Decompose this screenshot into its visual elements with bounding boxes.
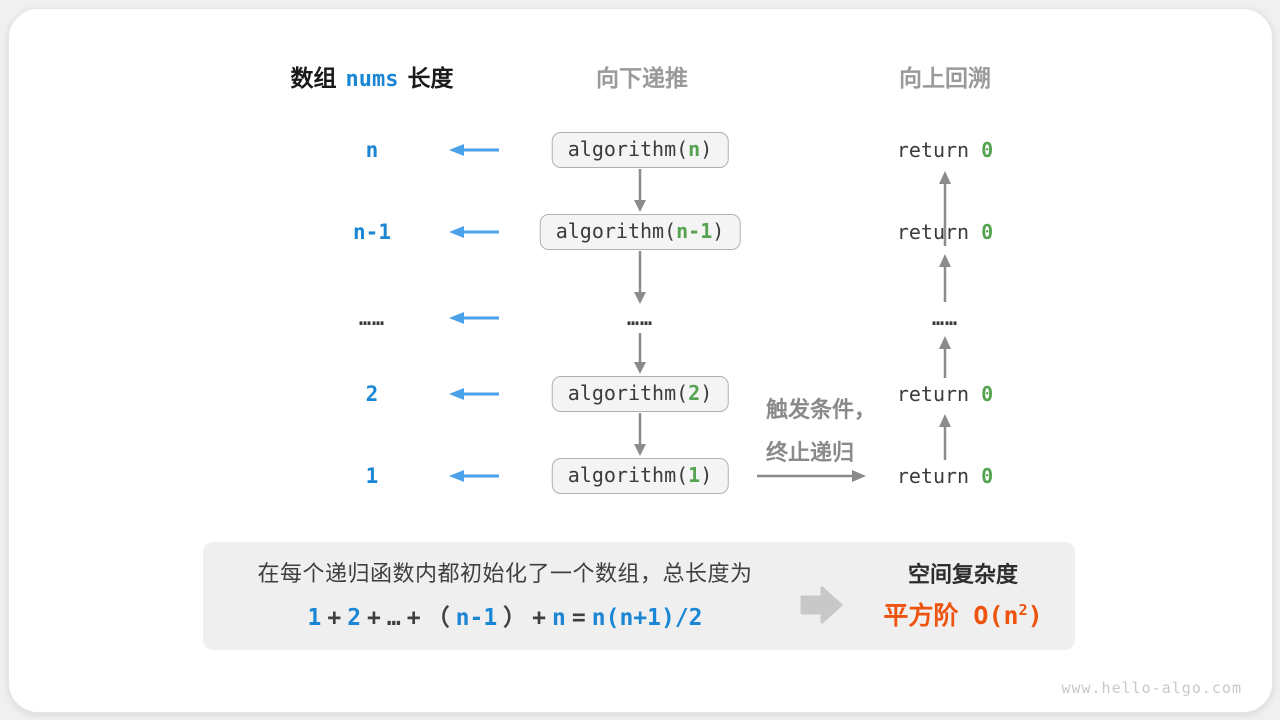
length-label-2: 2	[365, 382, 379, 406]
formula-token: =	[571, 605, 586, 631]
summary-formula: 1+2+…+（n-1）+n=n(n+1)/2	[213, 598, 797, 632]
call-box-2: algorithm(2)	[551, 376, 729, 412]
return-value: 0	[981, 138, 994, 162]
formula-token: n(n+1)/2	[591, 605, 703, 631]
length-label-n: n	[365, 138, 379, 162]
call-text: algorithm(	[567, 137, 689, 161]
header-array-var: nums	[345, 67, 399, 92]
header-recurse-down: 向下递推	[596, 65, 688, 91]
call-text: algorithm(	[567, 463, 689, 487]
watermark-url: www.hello-algo.com	[1061, 679, 1242, 697]
call-text: )	[700, 137, 713, 161]
return-keyword: return	[896, 464, 982, 488]
return-keyword: return	[896, 382, 982, 406]
formula-token: +	[532, 605, 547, 631]
call-arg: 2	[688, 381, 701, 405]
return-statement-n-1: return 0	[897, 218, 993, 246]
termination-note-line2: 终止递归	[766, 440, 855, 465]
formula-token: n	[552, 605, 566, 631]
call-text: algorithm(	[567, 381, 689, 405]
call-arg: 1	[688, 463, 701, 487]
header-array-suffix: 长度	[407, 65, 454, 91]
summary-panel	[203, 542, 1075, 650]
formula-token: 2	[347, 605, 362, 631]
complexity-result: 平方阶 O(n2)	[863, 596, 1063, 632]
summary-description: 在每个递归函数内都初始化了一个数组，总长度为	[257, 561, 753, 586]
length-label-1: 1	[365, 464, 379, 488]
call-text: )	[700, 463, 713, 487]
formula-token: +	[367, 605, 381, 631]
call-box-1: algorithm(1)	[551, 458, 729, 494]
header-array-prefix: 数组	[290, 65, 337, 91]
length-label-ellipsis: ……	[358, 306, 386, 330]
termination-note-line1: 触发条件，	[766, 397, 877, 422]
complexity-paren: )	[1027, 601, 1043, 630]
return-value: 0	[981, 464, 994, 488]
return-statement-n: return 0	[897, 136, 993, 164]
complexity-order: 平方阶 O(n	[883, 601, 1019, 630]
formula-token: （	[426, 605, 450, 631]
return-statement-2: return 0	[897, 380, 993, 408]
formula-token: +	[327, 605, 342, 631]
return-keyword: return	[896, 220, 982, 244]
complexity-title: 空间复杂度	[907, 562, 1018, 587]
complexity-exponent: 2	[1018, 601, 1028, 619]
formula-token: …	[386, 605, 401, 631]
header-backtrack-up: 向上回溯	[899, 65, 991, 91]
call-box-n: algorithm(n)	[551, 132, 729, 168]
formula-token: +	[406, 605, 421, 631]
call-text: algorithm(	[555, 219, 677, 243]
termination-note: 触发条件， 终止递归	[766, 388, 876, 474]
header-array-length: 数组 nums 长度	[291, 59, 454, 93]
formula-token: 1	[307, 605, 322, 631]
return-ellipsis: ……	[931, 306, 959, 330]
return-statement-1: return 0	[897, 462, 993, 490]
formula-token: n-1	[455, 605, 498, 631]
call-text: )	[712, 219, 725, 243]
call-arg: n	[688, 137, 701, 161]
call-text: )	[700, 381, 713, 405]
length-label-n-1: n-1	[353, 220, 391, 244]
return-value: 0	[981, 382, 994, 406]
call-ellipsis: ……	[626, 306, 654, 330]
formula-token: ）	[503, 605, 527, 631]
call-arg: n-1	[676, 219, 713, 243]
return-value: 0	[981, 220, 994, 244]
return-keyword: return	[896, 138, 982, 162]
call-box-n-1: algorithm(n-1)	[539, 214, 741, 250]
